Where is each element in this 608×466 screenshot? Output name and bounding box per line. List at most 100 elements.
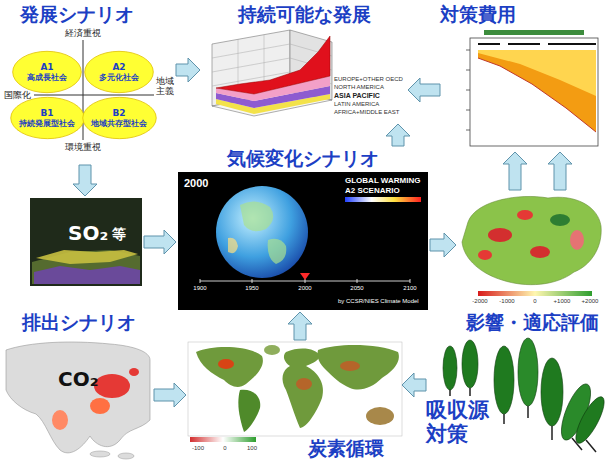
flow-arrow: [503, 152, 527, 190]
credit-text: by CCSR/NIES Climate Model: [338, 298, 419, 305]
carbon-map-part: [238, 390, 260, 432]
scenario-name: 地域共存型社会: [91, 119, 147, 128]
tree-figures-part: [541, 358, 563, 426]
oval-outline: [10, 97, 84, 138]
scenario-oval: A2多元化社会: [84, 50, 154, 94]
flow-arrow: [176, 58, 200, 82]
section-title: 持続可能な発展: [200, 4, 408, 26]
emission-map-part: [90, 451, 110, 457]
series-label: AFRICA+MIDDLE EAST: [334, 109, 400, 116]
cost-chart-part: [466, 50, 470, 130]
cost-panel: 対策費用: [440, 2, 604, 152]
globe-panel-part: [216, 186, 308, 278]
flow-arrow: [402, 373, 426, 397]
panel-heading: GLOBAL WARMING: [345, 176, 420, 185]
scenario-panel: A1高成長社会A2多元化社会B1持続発展型社会B2地域共存型社会発展シナリオ: [2, 2, 176, 165]
flow-arrow: [73, 165, 97, 196]
carbon-panel: 炭素循環: [186, 340, 402, 464]
globe-panel-part: [268, 239, 287, 264]
flow-arrow: [154, 383, 186, 407]
carbon-map-part: [190, 437, 256, 442]
carbon-map-part: [340, 361, 360, 371]
carbon-map-part: [196, 347, 263, 387]
flow-arrow: [408, 78, 440, 102]
scenario-code: B1: [40, 108, 53, 118]
cost-chart-part: [470, 38, 598, 146]
impact-map-part: [488, 228, 512, 242]
impact-map-part: [478, 291, 592, 296]
cost-chart-part: [484, 30, 584, 35]
year-tick: 1900: [193, 285, 206, 292]
scenario-oval: B1持続発展型社会: [10, 96, 85, 140]
section-title: 対策費用: [440, 4, 516, 26]
axis-line: [83, 40, 84, 140]
year-tick: 2000: [298, 285, 311, 292]
cost-chart-part: [478, 50, 596, 96]
scenario-oval: B2地域共存型社会: [82, 96, 157, 140]
series-label: NORTH AMERICA: [334, 84, 384, 91]
carbon-map-part: [296, 378, 312, 390]
flow-arrow: [386, 124, 410, 146]
axis-label: 国際化: [4, 90, 31, 100]
tree-figures-part: [571, 393, 608, 446]
scenario-code: B2: [112, 108, 125, 118]
so2-panel: SO₂等: [28, 196, 144, 288]
year-tick: 2100: [403, 285, 416, 292]
year-label: 2000: [184, 177, 208, 190]
substance-label: SO₂: [68, 222, 108, 245]
so2-surface-part: [34, 266, 140, 284]
tree-figures-part: [462, 340, 478, 388]
scale-number: +1000: [554, 298, 571, 305]
section-title: 吸収源対策: [426, 398, 491, 446]
flow-arrow: [144, 230, 176, 254]
scale-number: -1000: [499, 298, 514, 305]
axis-label: 経済重視: [65, 28, 101, 38]
impact-map-part: [478, 250, 492, 260]
globe-panel-part: [300, 273, 310, 280]
series-label: EUROPE+OTHER OECD: [334, 76, 403, 83]
tree-figures-part: [443, 346, 457, 390]
substance-label: 等: [112, 226, 126, 242]
impact-map: [462, 196, 601, 296]
oval-outline: [13, 51, 82, 92]
scenario-name: 持続発展型社会: [19, 119, 75, 128]
emission-map-part: [2, 338, 152, 462]
impact-panel: 影響・適応評価: [456, 190, 604, 308]
emission-map-part: [52, 410, 68, 430]
scenario-name: 多元化社会: [99, 73, 139, 82]
globe-panel-part: [178, 172, 428, 310]
cost-chart-part: [478, 50, 596, 132]
impact-map-part: [462, 196, 601, 284]
cost-chart-part: [478, 58, 596, 132]
emission-map-part: [90, 398, 110, 414]
section-title: 気候変化シナリオ: [176, 148, 430, 170]
so2-surface-part: [36, 250, 138, 264]
scale-number: -2000: [472, 298, 487, 305]
tree-figures-part: [518, 338, 538, 406]
carbon-map-part: [283, 349, 324, 428]
oval-outline: [85, 51, 154, 92]
cost-chart-part: [478, 43, 596, 45]
impact-map-part: [530, 246, 550, 258]
flow-arrow: [430, 233, 456, 257]
globe-panel-part: [228, 238, 238, 253]
so2-surface: [30, 198, 142, 286]
scale-number: +2000: [582, 298, 599, 305]
emission-map-part: [129, 368, 139, 376]
tree-figures-part: [494, 346, 514, 414]
globe-panel: [178, 172, 428, 310]
substance-label: CO₂: [58, 368, 98, 391]
emission-map-part: [94, 374, 130, 398]
flow-arrow: [288, 312, 312, 340]
sustainability-chart: [212, 30, 332, 116]
carbon-map-part: [264, 345, 280, 355]
axis-line: [34, 95, 154, 96]
globe-panel-part: [345, 197, 421, 202]
emission-map: [2, 338, 152, 462]
series-label: LATIN AMERICA: [334, 101, 379, 108]
carbon-map-part: [218, 359, 234, 369]
scale-number: 100: [247, 445, 257, 452]
carbon-map-part: [317, 345, 398, 390]
scenario-name: 高成長社会: [27, 73, 67, 82]
